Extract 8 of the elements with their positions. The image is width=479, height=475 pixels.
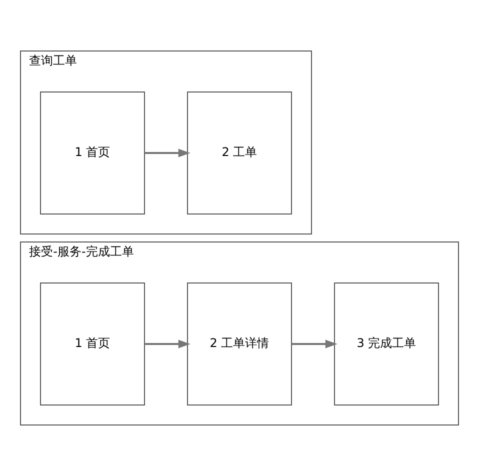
- node-box: 3 完成工单: [334, 282, 439, 405]
- node-box: 2 工单详情: [187, 282, 292, 405]
- arrow: [292, 339, 338, 348]
- node-box: 1 首页: [40, 282, 145, 405]
- node-box: 2 工单: [187, 91, 292, 214]
- arrow: [144, 339, 190, 348]
- arrow: [144, 148, 190, 157]
- node-box: 1 首页: [40, 91, 145, 214]
